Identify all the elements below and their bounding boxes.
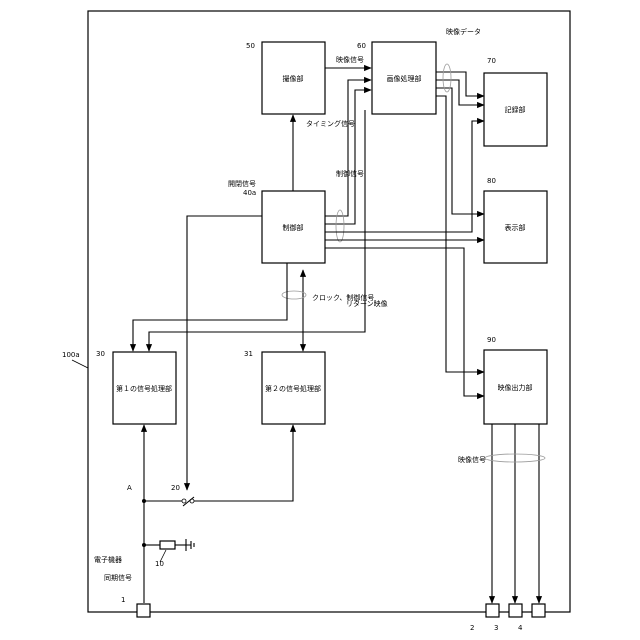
control-signal-label: 制御信号 bbox=[336, 169, 364, 178]
block-recording-label: 記録部 bbox=[505, 105, 526, 114]
wire-data-to-output bbox=[436, 96, 484, 372]
block-first-signal-processing: 第１の信号処理部 30 bbox=[96, 350, 176, 424]
device-name-label: 電子機器 bbox=[94, 555, 122, 564]
terminal-4 bbox=[532, 604, 545, 617]
block-display: 表示部 80 bbox=[484, 177, 547, 263]
wire-control-to-processing-1 bbox=[325, 80, 371, 216]
resistor-node-dot bbox=[142, 543, 146, 547]
wire-switch-to-second bbox=[194, 425, 293, 501]
terminal-3-label: 3 bbox=[494, 624, 498, 632]
wire-return-video bbox=[149, 110, 365, 351]
block-first-signal-processing-id: 30 bbox=[96, 350, 105, 358]
video-signal-label: 映像信号 bbox=[336, 55, 364, 64]
video-data-label: 映像データ bbox=[446, 27, 481, 36]
block-image-processing: 画像処理部 60 bbox=[357, 42, 436, 114]
switch-blade bbox=[183, 497, 194, 506]
block-control-label: 制御部 bbox=[283, 223, 304, 232]
resistor-label: 10 bbox=[155, 560, 164, 568]
block-control: 制御部 40a bbox=[243, 189, 325, 263]
terminal-2 bbox=[486, 604, 499, 617]
block-image-processing-label: 画像処理部 bbox=[387, 74, 422, 83]
return-video-label: リターン映像 bbox=[346, 299, 388, 308]
terminal-1-label: 1 bbox=[121, 596, 125, 604]
device-id-leader bbox=[72, 360, 88, 368]
wire-control-to-output bbox=[325, 248, 484, 396]
block-display-label: 表示部 bbox=[505, 223, 526, 232]
open-close-label: 開閉信号 bbox=[228, 179, 256, 188]
resistor-symbol bbox=[160, 541, 175, 549]
clock-bundle-ellipse bbox=[282, 291, 306, 299]
block-imaging-id: 50 bbox=[246, 42, 255, 50]
control-bundle-ellipse bbox=[336, 210, 344, 242]
node-a-dot bbox=[142, 499, 146, 503]
node-a-label: A bbox=[127, 484, 132, 492]
block-video-output: 映像出力部 90 bbox=[484, 336, 547, 424]
switch-contact-left bbox=[182, 499, 186, 503]
terminal-3 bbox=[509, 604, 522, 617]
block-video-output-id: 90 bbox=[487, 336, 496, 344]
wire-control-to-first-1 bbox=[133, 263, 287, 351]
output-video-label: 映像信号 bbox=[458, 455, 486, 464]
block-first-signal-processing-label: 第１の信号処理部 bbox=[116, 384, 172, 393]
sync-signal-label: 同期信号 bbox=[104, 573, 132, 582]
block-second-signal-processing: 第２の信号処理部 31 bbox=[244, 350, 325, 424]
block-control-id: 40a bbox=[243, 189, 256, 197]
switch-label: 20 bbox=[171, 484, 180, 492]
ground-symbol bbox=[186, 539, 194, 551]
block-image-processing-id: 60 bbox=[357, 42, 366, 50]
block-video-output-label: 映像出力部 bbox=[498, 383, 533, 392]
terminal-4-label: 4 bbox=[518, 624, 523, 632]
terminal-2-label: 2 bbox=[470, 624, 474, 632]
block-recording-id: 70 bbox=[487, 57, 496, 65]
block-second-signal-processing-id: 31 bbox=[244, 350, 253, 358]
block-imaging: 撮像部 50 bbox=[246, 42, 325, 114]
device-id-label: 100a bbox=[62, 351, 80, 359]
block-second-signal-processing-label: 第２の信号処理部 bbox=[265, 384, 321, 393]
block-display-id: 80 bbox=[487, 177, 496, 185]
block-recording: 記録部 70 bbox=[484, 57, 547, 146]
block-imaging-label: 撮像部 bbox=[283, 74, 304, 83]
terminal-1 bbox=[137, 604, 150, 617]
wire-data-to-display bbox=[436, 88, 484, 214]
